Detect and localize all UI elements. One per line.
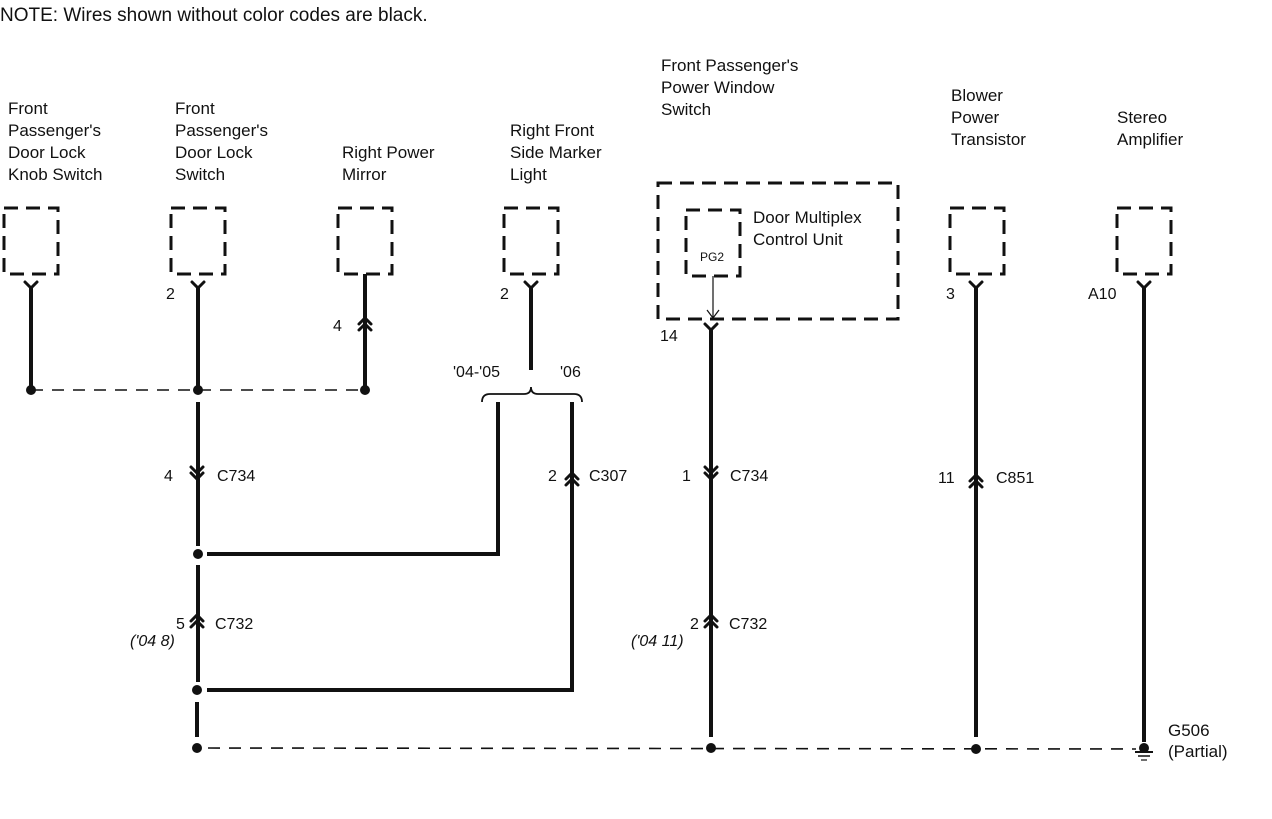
svg-text:Right Front: Right Front xyxy=(510,121,594,140)
component-box-blower-transistor[interactable] xyxy=(948,206,1006,276)
connector-c307-name: C307 xyxy=(589,468,627,485)
connector-c734-left-pin: 4 xyxy=(164,468,173,485)
splice-dot xyxy=(706,743,716,753)
component-box-window-switch[interactable] xyxy=(656,181,900,321)
svg-text:Right Power: Right Power xyxy=(342,143,435,162)
connector-c734-right-pin: 1 xyxy=(682,468,691,485)
connector-c851-name: C851 xyxy=(996,470,1034,487)
splice-dot xyxy=(360,385,370,395)
connector-mirror-icon xyxy=(357,315,373,332)
ground-icon xyxy=(1135,743,1153,761)
svg-text:Amplifier: Amplifier xyxy=(1117,130,1183,149)
connector-c851-pin: 11 xyxy=(938,470,955,487)
branch-label-0405: '04-'05 xyxy=(453,364,500,381)
ground-name: G506 xyxy=(1168,721,1210,740)
svg-text:Light: Light xyxy=(510,165,547,184)
label-knob-switch: Front Passenger's Door Lock Knob Switch xyxy=(8,99,103,184)
svg-text:Side Marker: Side Marker xyxy=(510,143,602,162)
component-box-stereo-amplifier[interactable] xyxy=(1115,206,1173,276)
connector-c732-left-icon xyxy=(189,612,205,629)
svg-text:Front: Front xyxy=(175,99,215,118)
label-blower-transistor: Blower Power Transistor xyxy=(951,86,1026,149)
svg-text:Front: Front xyxy=(8,99,48,118)
connector-c734-right-name: C734 xyxy=(730,468,768,485)
multiplex-inner-box xyxy=(684,208,742,278)
label-door-lock-switch: Front Passenger's Door Lock Switch xyxy=(175,99,268,184)
component-box-power-mirror[interactable] xyxy=(336,206,394,276)
branch-brace xyxy=(481,386,583,403)
pin-blower-transistor: 3 xyxy=(946,286,955,303)
connector-c734-left-icon xyxy=(189,465,205,482)
svg-text:Passenger's: Passenger's xyxy=(8,121,101,140)
connector-c732-left-note: ('04 8) xyxy=(130,633,175,650)
shared-ground-link-bottom xyxy=(207,747,1137,750)
connector-c732-left-name: C732 xyxy=(215,616,253,633)
svg-text:Switch: Switch xyxy=(175,165,225,184)
connector-c307-pin: 2 xyxy=(548,468,557,485)
svg-text:Front Passenger's: Front Passenger's xyxy=(661,56,798,75)
svg-text:Mirror: Mirror xyxy=(342,165,387,184)
connector-c732-right-name: C732 xyxy=(729,616,767,633)
note-text: NOTE: Wires shown without color codes ar… xyxy=(0,5,428,26)
splice-dot xyxy=(193,385,203,395)
splice-dot xyxy=(192,685,202,695)
label-stereo-amplifier: Stereo Amplifier xyxy=(1117,108,1183,149)
svg-text:Door Lock: Door Lock xyxy=(175,143,253,162)
label-side-marker: Right Front Side Marker Light xyxy=(510,121,602,184)
connector-c732-right-pin: 2 xyxy=(690,616,699,633)
multiplex-label-2: Control Unit xyxy=(753,230,843,249)
pin-stereo-amplifier: A10 xyxy=(1088,286,1117,303)
connector-c732-right-icon xyxy=(703,612,719,629)
svg-text:Blower: Blower xyxy=(951,86,1003,105)
pin-door-lock-switch: 2 xyxy=(166,286,175,303)
splice-dot xyxy=(192,743,202,753)
pin-side-marker: 2 xyxy=(500,286,509,303)
connector-c732-left-pin: 5 xyxy=(176,616,185,633)
label-window-switch: Front Passenger's Power Window Switch xyxy=(661,56,798,119)
connector-c732-right-note: ('04 11) xyxy=(631,633,684,650)
splice-dot xyxy=(971,744,981,754)
svg-text:Transistor: Transistor xyxy=(951,130,1026,149)
splice-dot xyxy=(193,549,203,559)
multiplex-label-1: Door Multiplex xyxy=(753,208,862,227)
component-box-door-lock-switch[interactable] xyxy=(169,206,227,276)
svg-text:Knob Switch: Knob Switch xyxy=(8,165,103,184)
pin-power-mirror: 4 xyxy=(333,318,342,335)
svg-text:Passenger's: Passenger's xyxy=(175,121,268,140)
connector-c734-right-icon xyxy=(703,465,719,482)
svg-text:Switch: Switch xyxy=(661,100,711,119)
component-box-side-marker[interactable] xyxy=(502,206,560,276)
svg-text:Power Window: Power Window xyxy=(661,78,775,97)
pg2-arrow-icon xyxy=(706,309,720,319)
svg-text:Power: Power xyxy=(951,108,1000,127)
branch-label-06: '06 xyxy=(560,364,581,381)
connector-c307-icon xyxy=(564,470,580,487)
label-power-mirror: Right Power Mirror xyxy=(342,143,435,184)
svg-text:Stereo: Stereo xyxy=(1117,108,1167,127)
ground-note: (Partial) xyxy=(1168,742,1228,761)
splice-dot xyxy=(26,385,36,395)
component-box-knob-switch[interactable] xyxy=(2,206,60,276)
terminal-y-icon xyxy=(23,280,1152,333)
pin-window-switch: 14 xyxy=(660,328,678,345)
terminal-pg2: PG2 xyxy=(700,250,724,264)
connector-c734-left-name: C734 xyxy=(217,468,255,485)
connector-c851-icon xyxy=(968,472,984,489)
svg-text:Door Lock: Door Lock xyxy=(8,143,86,162)
